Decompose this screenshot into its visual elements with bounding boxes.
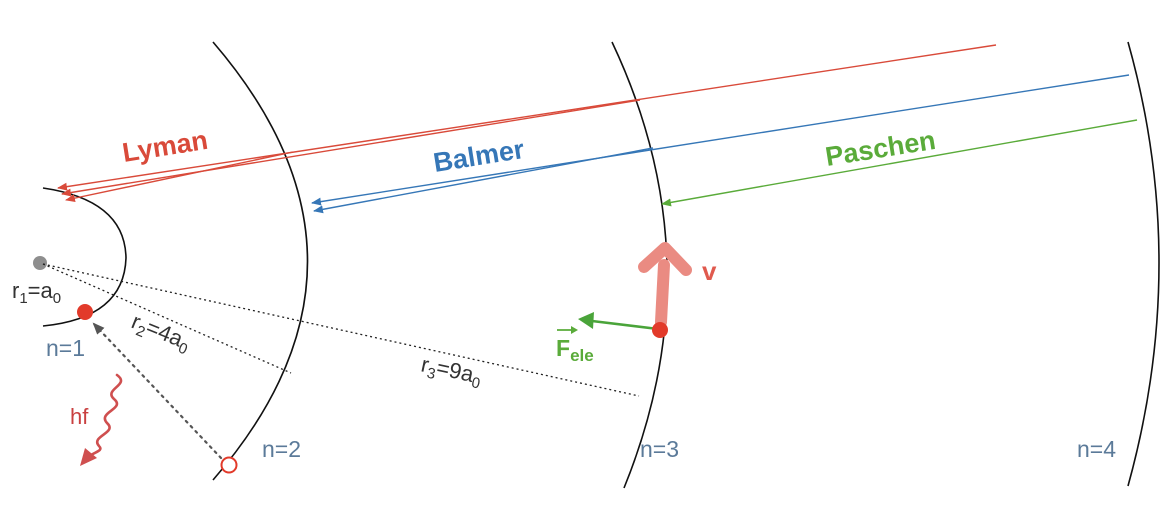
force-label-sub: ele <box>570 346 594 365</box>
photon-label: hf <box>70 404 89 429</box>
orbit-n4 <box>1127 41 1160 487</box>
electron-n1 <box>77 304 93 320</box>
lyman-transition-from-n3 <box>61 99 641 197</box>
lyman-label: Lyman <box>120 125 210 168</box>
lyman-transition-from-n4 <box>57 44 997 191</box>
radius-line-r2 <box>42 263 292 374</box>
electric-force-arrow <box>578 312 659 331</box>
velocity-arrow <box>638 242 692 328</box>
radius-line-r3 <box>42 263 640 397</box>
level-label-n3: n=3 <box>640 436 679 462</box>
velocity-label: v <box>702 256 717 286</box>
level-label-n2: n=2 <box>262 436 301 462</box>
balmer-transition-from-n3 <box>313 147 654 214</box>
electron-n3 <box>652 322 668 338</box>
nucleus <box>33 256 47 270</box>
lyman-transition-from-n2 <box>65 151 294 203</box>
level-label-n1: n=1 <box>46 335 85 361</box>
force-label-base: F <box>556 335 570 361</box>
level-label-n4: n=4 <box>1077 436 1116 462</box>
paschen-transition-from-n4 <box>661 119 1138 207</box>
svg-text:Fele: Fele <box>556 335 594 365</box>
radius-label-r3: r3=9a0 <box>418 351 484 392</box>
photon-arrow <box>80 373 123 466</box>
transition-arrow-n2-to-n1 <box>92 322 223 460</box>
balmer-transition-from-n4 <box>311 74 1130 206</box>
radius-label-r2: r2=4a0 <box>127 308 195 358</box>
orbit-n2 <box>212 41 309 481</box>
electron-n2-former <box>220 456 238 474</box>
radius-label-r1: r1=a0 <box>12 278 61 307</box>
force-label: Fele <box>556 326 594 365</box>
